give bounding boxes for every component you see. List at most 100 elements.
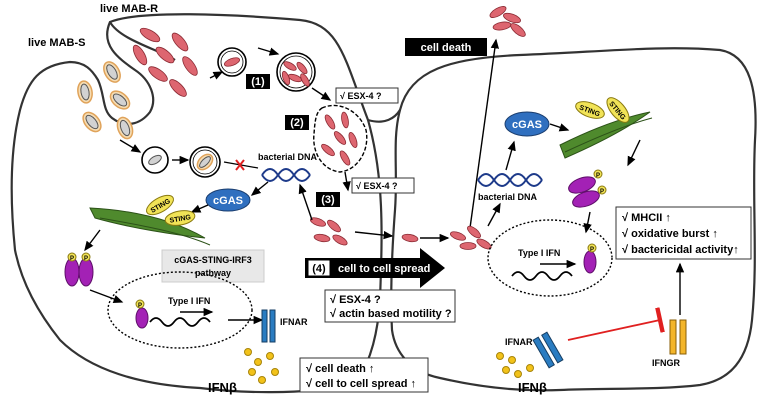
arrow-through-channel — [354, 230, 394, 240]
effect-right-line2: √ oxidative burst ↑ — [622, 228, 718, 240]
type1-ifn-right: Type I IFN — [518, 248, 560, 258]
svg-text:P: P — [138, 303, 142, 309]
block-x-icon — [235, 159, 245, 171]
ifnb-dots-right — [496, 352, 534, 378]
nucleus-left — [107, 271, 253, 349]
arrow-to-phagosome-multi — [257, 47, 280, 56]
cgas-left: cGAS — [205, 188, 251, 212]
ifnar-receptor-left — [261, 309, 276, 343]
effect-right-line3: √ bactericidal activity↑ — [622, 244, 739, 256]
arrow-dna-to-cgas-left — [250, 181, 269, 196]
esx4-text-1: √ ESX-4 ? — [340, 91, 381, 101]
esx4-actin-box — [324, 289, 456, 323]
arrow-sting-to-irf3 — [84, 229, 101, 252]
pathway-line1: cGAS-STING-IRF3 — [174, 255, 252, 265]
cell-death-label: cell death — [421, 42, 472, 54]
effect-left-line2: √ cell to cell spread ↑ — [306, 378, 416, 390]
mab-r-bacilli — [132, 27, 198, 97]
damaged-phagosome — [313, 104, 368, 173]
cgas-right: cGAS — [504, 111, 550, 137]
arrow-to-dna-left — [298, 183, 313, 221]
irf3-nuclear: P — [135, 299, 149, 329]
gene-ifn-right — [511, 271, 573, 281]
svg-text:P: P — [600, 189, 604, 195]
irf3-dimer-left: P P — [64, 252, 94, 287]
pathway-label-box — [161, 249, 265, 283]
ifnar-label-left: IFNAR — [280, 317, 308, 327]
effect-box-right — [615, 206, 752, 260]
esx4-box-2 — [351, 177, 415, 194]
svg-text:cGAS: cGAS — [512, 119, 542, 131]
effect-box-left — [299, 357, 429, 393]
type1-ifn-left: Type I IFN — [168, 296, 210, 306]
live-mab-s-label: live MAB-S — [28, 37, 85, 49]
ifngr-receptor — [669, 319, 687, 355]
released-bacilli — [489, 6, 526, 37]
step2-badge — [285, 115, 309, 130]
step4-label: (4) — [312, 263, 326, 275]
mab-s-bacilli — [77, 61, 134, 140]
arrow-cgas-to-sting-right — [549, 123, 570, 132]
arrow-dna-to-cgas-right — [505, 140, 516, 171]
spread-bacilli — [401, 225, 492, 250]
ifnar-label-right: IFNAR — [505, 337, 533, 347]
intercellular-channel-top — [367, 109, 401, 123]
phagosome-mabs-1 — [141, 146, 169, 174]
arrow-irf3-to-nucleus — [89, 289, 124, 303]
phagosome-multi — [276, 52, 316, 92]
arrow-mabr-entry — [209, 71, 224, 80]
arrow-to-dna-right — [487, 202, 501, 227]
dna-helix-left — [261, 168, 311, 182]
phagosome-mabs-2 — [189, 146, 221, 178]
esx4-text-2: √ ESX-4 ? — [356, 181, 397, 191]
ifnb-label-right: IFNβ — [518, 380, 547, 395]
left-cell-membrane — [10, 13, 383, 394]
ifnb-dots-left — [244, 348, 279, 384]
cytosolic-bacilli — [309, 217, 348, 246]
arrow-to-esx4-1 — [311, 87, 332, 101]
arrow-mabs-entry — [119, 139, 142, 153]
arrow-irf3-to-nucleus-right — [583, 211, 592, 234]
er-sting-left: STING STING — [89, 194, 211, 246]
live-mab-r-label: live MAB-R — [100, 3, 158, 15]
arrow-cgas-to-sting-left — [190, 204, 209, 213]
svg-text:STING: STING — [169, 214, 192, 225]
cell-to-cell-arrow — [305, 248, 445, 288]
step4-badge — [307, 259, 331, 277]
dna-helix-right — [477, 173, 543, 187]
cell-death-badge — [405, 38, 487, 56]
svg-text:P: P — [590, 247, 594, 253]
step3-badge — [316, 192, 340, 207]
step2-label: (2) — [290, 117, 304, 129]
bacterial-dna-label-right: bacterial DNA — [478, 192, 538, 202]
effect-left-line1: √ cell death ↑ — [306, 363, 374, 375]
svg-text:P: P — [84, 256, 88, 262]
step3-label: (3) — [321, 194, 335, 206]
ifnar-receptor-right — [532, 331, 564, 369]
bacterial-dna-label-left: bacterial DNA — [258, 152, 318, 162]
arrow-to-step3 — [342, 171, 351, 192]
er-sting-right: STING STING — [559, 97, 653, 159]
inhibition-line — [567, 307, 665, 341]
arrow-to-cell-death — [469, 38, 500, 229]
irf3-dimer-right: P P — [568, 169, 607, 208]
phagosome-single — [217, 47, 247, 77]
cell-to-cell-label: cell to cell spread — [338, 263, 430, 275]
svg-text:cGAS: cGAS — [213, 195, 243, 207]
esx4-actin-line2: √ actin based motility ? — [330, 308, 452, 320]
effect-right-line1: √ MHCII ↑ — [622, 212, 671, 224]
step1-badge — [246, 74, 270, 89]
pathway-line2: pathway — [195, 268, 231, 278]
arrow-sting-to-irf3-right — [627, 139, 641, 167]
ifnb-label-left: IFNβ — [208, 380, 237, 395]
irf3-nuclear-right: P — [583, 243, 597, 274]
ifngr-label: IFNGR — [652, 358, 680, 368]
esx4-actin-line1: √ ESX-4 ? — [330, 294, 381, 306]
svg-text:P: P — [70, 256, 74, 262]
esx4-box-1 — [335, 87, 399, 104]
step1-label: (1) — [251, 76, 265, 88]
nucleus-right — [487, 219, 613, 297]
svg-text:P: P — [596, 173, 600, 179]
gene-ifn-left — [149, 317, 211, 327]
